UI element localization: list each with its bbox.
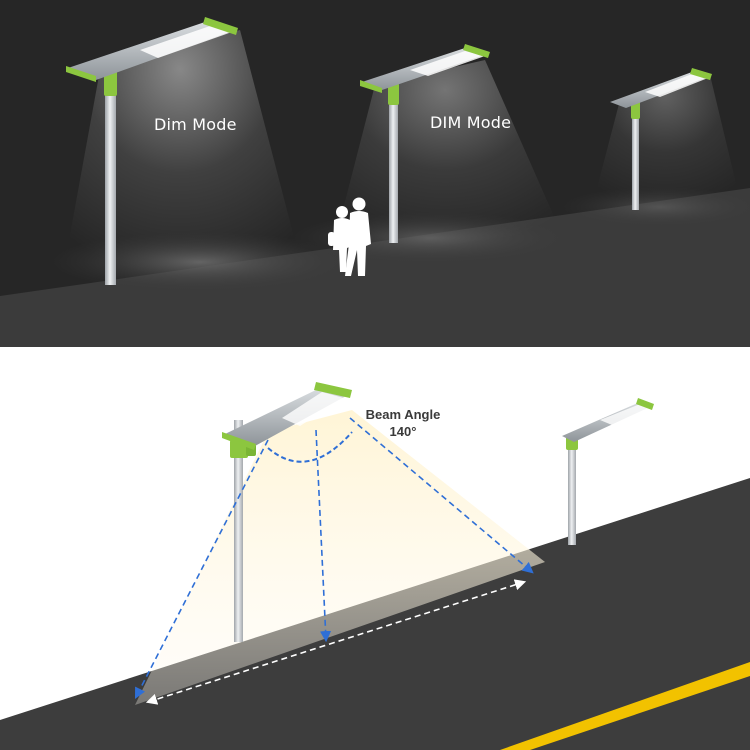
- beam-angle-caption: Beam Angle 140°: [358, 406, 448, 440]
- couple-silhouette-icon: [328, 197, 371, 276]
- light-cone-middle: [330, 60, 560, 260]
- beam-angle-arc: [267, 431, 353, 463]
- beam-angle-value: 140°: [389, 424, 417, 439]
- day-scene: [0, 350, 750, 750]
- scene-divider: [0, 347, 750, 350]
- ground-glow-left: [50, 232, 350, 292]
- street-lamp-icon: [66, 17, 238, 285]
- light-cone-right: [590, 75, 740, 215]
- street-lamp-icon: [610, 68, 712, 210]
- light-cone-left: [60, 30, 300, 290]
- street-lamp-icon: [222, 382, 352, 642]
- coverage-span-arrow: [145, 579, 527, 705]
- ground-glow-right: [560, 187, 750, 227]
- lane-line: [500, 662, 750, 750]
- night-road: [0, 188, 750, 347]
- street-lamp-icon: [562, 398, 654, 545]
- dim-mode-label-left: Dim Mode: [154, 115, 237, 134]
- beam-angle-title: Beam Angle: [365, 407, 441, 422]
- night-scene: [0, 0, 750, 347]
- dim-mode-label-middle: DIM Mode: [430, 113, 512, 132]
- street-lamp-icon: [360, 44, 490, 243]
